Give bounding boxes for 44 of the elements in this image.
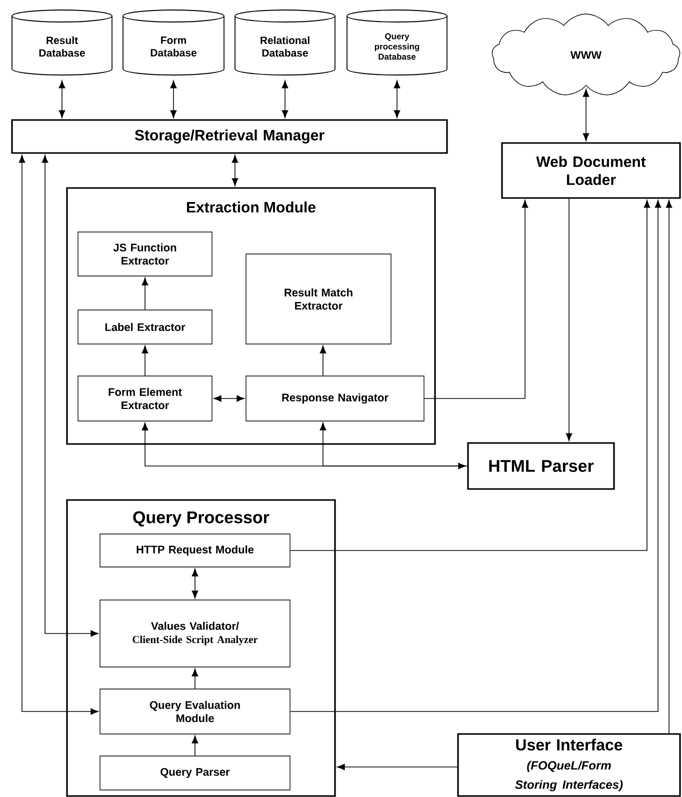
arrow bbox=[394, 80, 400, 118]
arrow bbox=[320, 422, 468, 466]
database-cylinder: Query processing Database bbox=[346, 10, 448, 76]
arrow bbox=[214, 395, 244, 402]
arrow bbox=[232, 155, 238, 186]
component-box: JS Function Extractor bbox=[78, 232, 212, 276]
arrow bbox=[290, 200, 662, 712]
arrow bbox=[582, 89, 590, 142]
arrow bbox=[142, 346, 148, 376]
component-box: Query Parser bbox=[100, 756, 290, 790]
arrow bbox=[42, 155, 98, 637]
node-label: Result Database bbox=[39, 36, 85, 57]
arrow bbox=[337, 764, 458, 770]
arrow bbox=[192, 668, 198, 690]
arrow bbox=[170, 80, 177, 118]
manager-box: Storage/Retrieval Manager bbox=[11, 119, 448, 154]
database-cylinder: Form Database bbox=[122, 10, 224, 76]
node-label: Query processing Database bbox=[374, 33, 420, 60]
arrow bbox=[320, 346, 326, 376]
arrow bbox=[666, 200, 672, 734]
parser-box: HTML Parser bbox=[467, 442, 615, 490]
component-box: Result Match Extractor bbox=[246, 254, 392, 344]
database-cylinder: Result Database bbox=[12, 10, 112, 76]
component-box: Form Element Extractor bbox=[78, 376, 212, 422]
arrow bbox=[424, 200, 528, 399]
component-box: Response Navigator bbox=[246, 376, 424, 422]
component-box: Values Validator/ Client-Side Script Analyzer bbox=[100, 600, 290, 668]
component-box: HTTP Request Module bbox=[100, 534, 290, 568]
arrow bbox=[192, 568, 198, 598]
loader-box: Web Document Loader bbox=[501, 142, 681, 199]
arrow bbox=[58, 80, 66, 118]
arrow bbox=[18, 155, 98, 715]
component-box: Label Extractor bbox=[78, 310, 212, 344]
arrow bbox=[290, 200, 650, 551]
component-box: Query Evaluation Module bbox=[100, 688, 290, 734]
database-cylinder: Relational Database bbox=[234, 10, 336, 76]
arrow bbox=[192, 736, 198, 756]
arrow bbox=[282, 80, 288, 118]
arrow bbox=[142, 422, 466, 470]
arrow bbox=[566, 198, 572, 441]
interface-box: User Interface (FOQueL/Form Storing Interfaces) bbox=[457, 733, 681, 797]
node-label: Form Database bbox=[150, 36, 196, 56]
arrow bbox=[142, 278, 148, 310]
node-label: Relational Database bbox=[260, 36, 310, 57]
